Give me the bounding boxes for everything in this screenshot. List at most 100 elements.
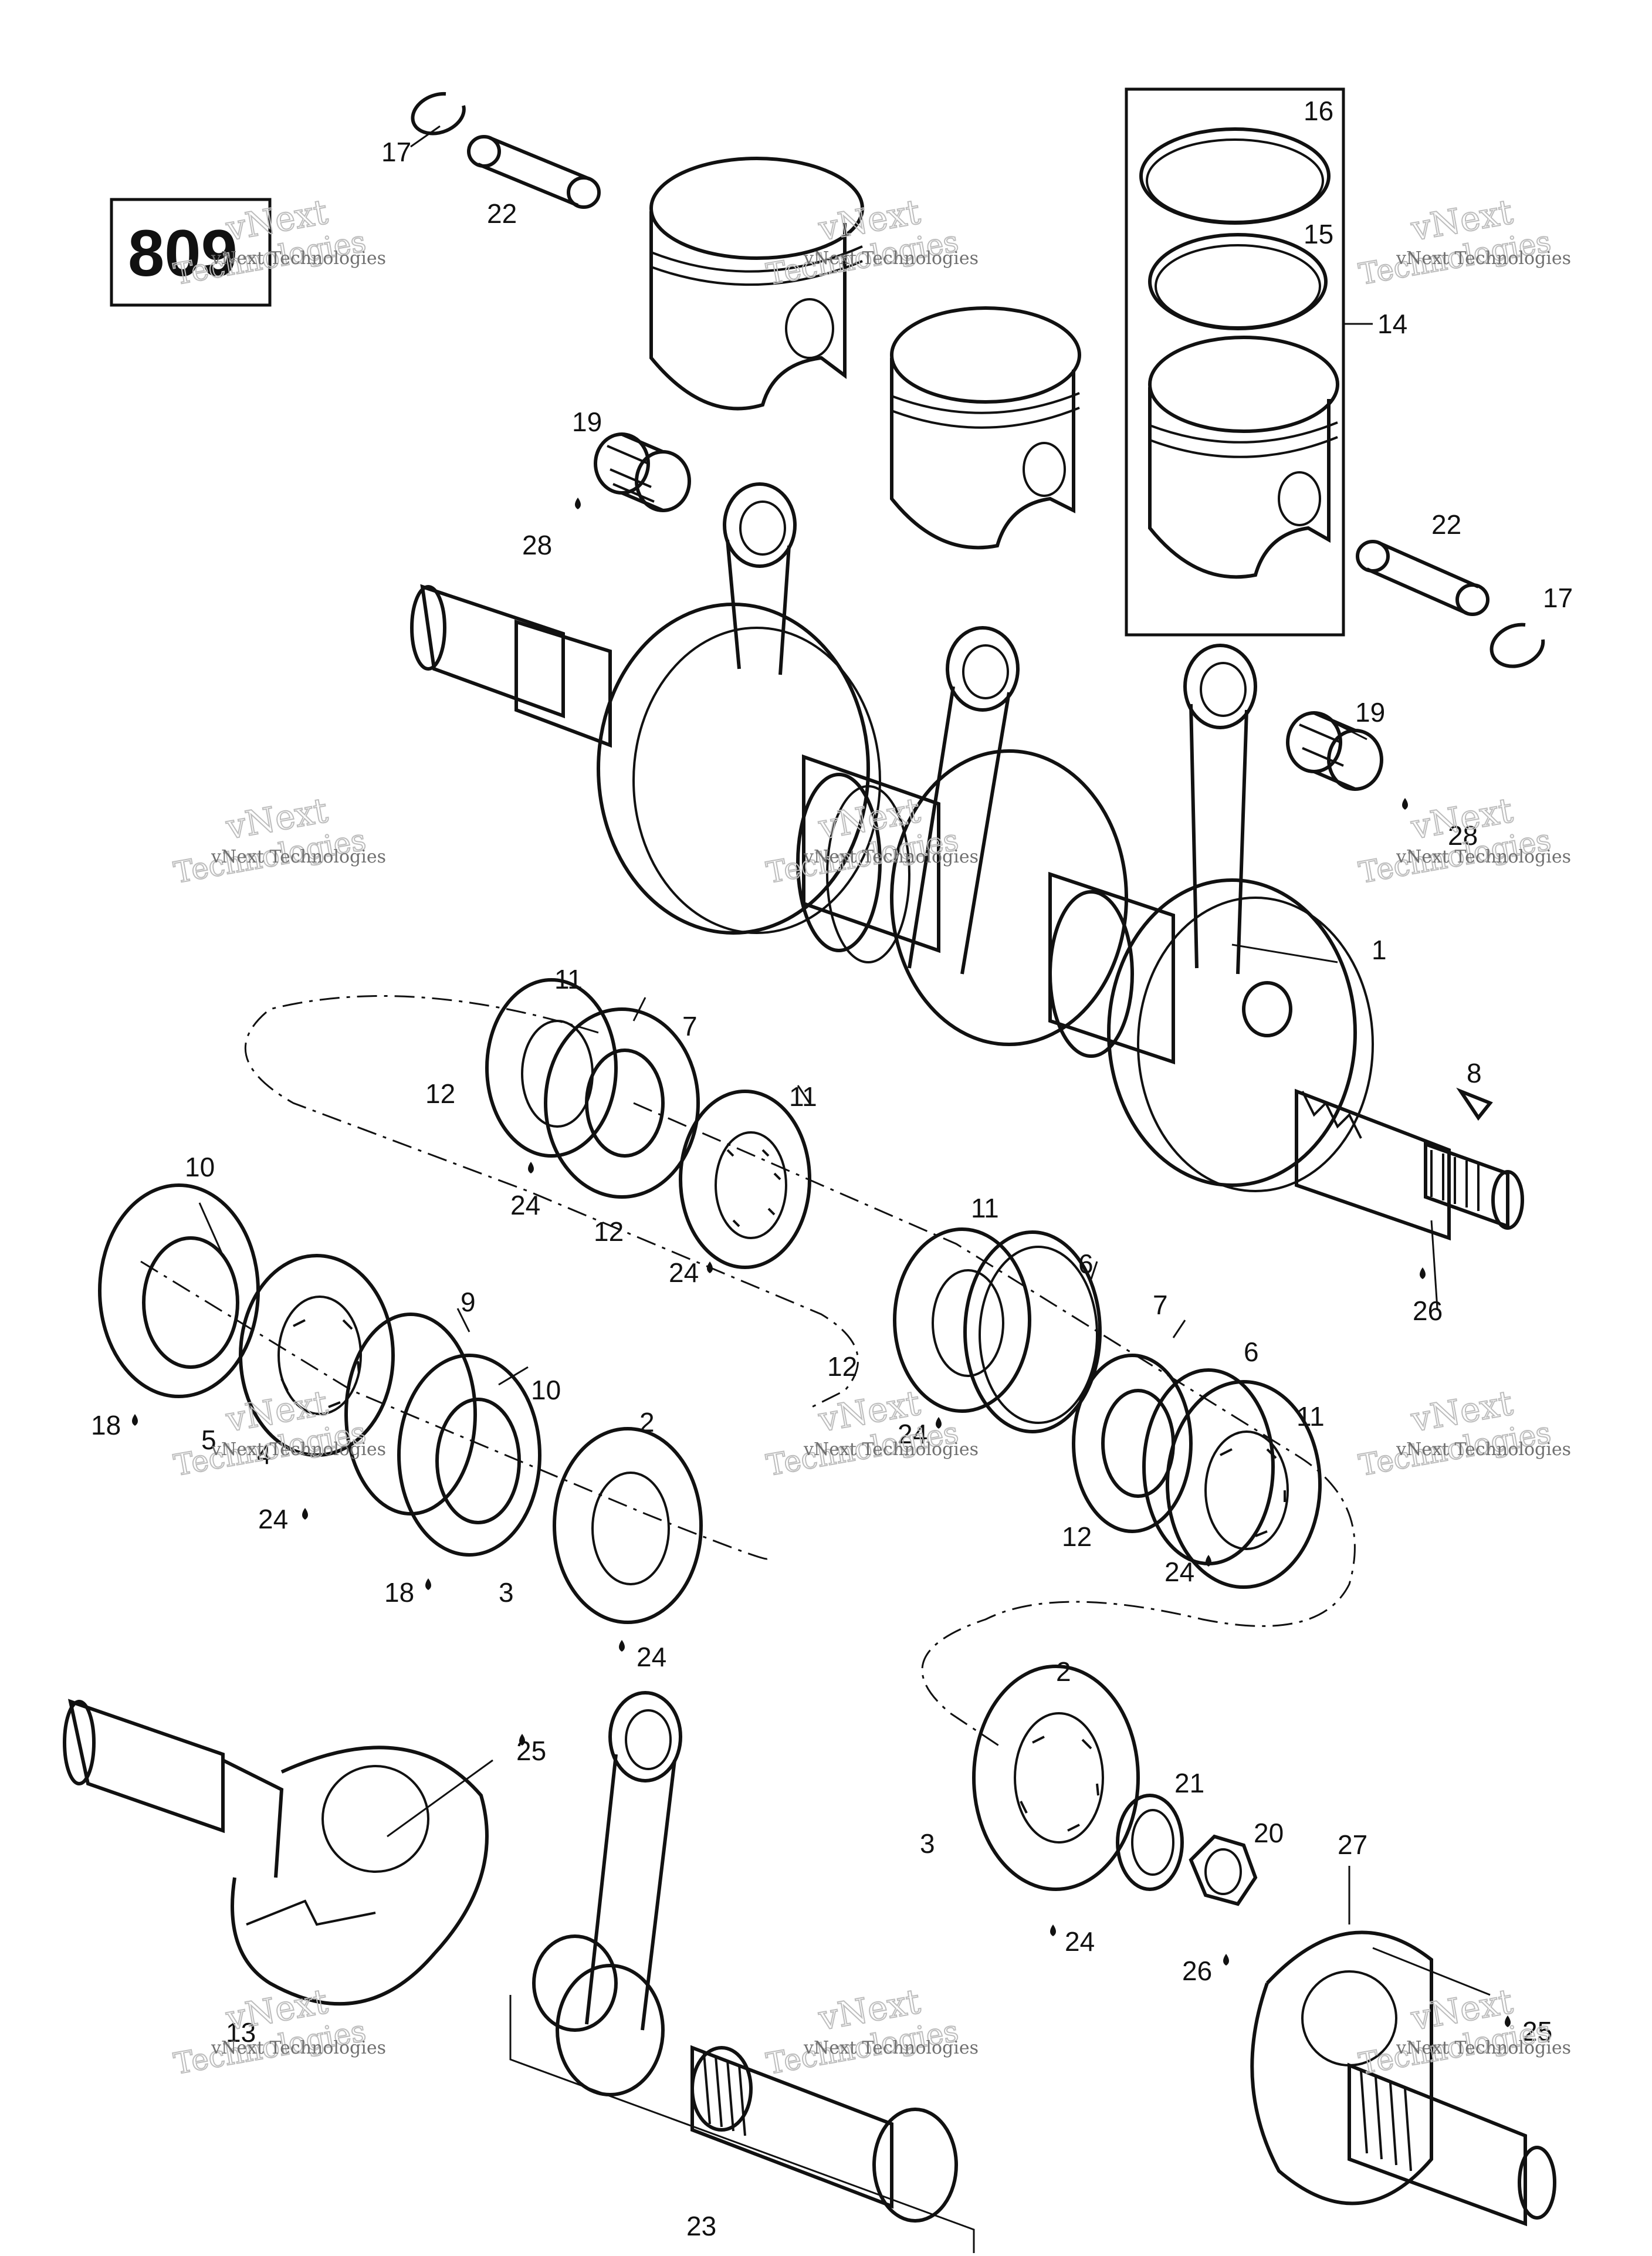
callout: 26 xyxy=(1413,1296,1443,1326)
callout: 3 xyxy=(920,1828,935,1859)
piston-pin-22-top xyxy=(467,135,601,209)
watermark-technologies: vNext Technologies xyxy=(211,248,386,269)
crank-half-13 xyxy=(63,1699,489,2006)
piston-2 xyxy=(890,306,1081,550)
callout: 8 xyxy=(1467,1058,1482,1088)
connecting-rod-a xyxy=(723,482,797,675)
bearing-11-mid xyxy=(679,1090,811,1269)
circlip-17-right xyxy=(1489,623,1545,668)
callout: 2 xyxy=(1056,1656,1071,1687)
drop-icon xyxy=(936,1417,942,1429)
watermark-technologies: vNext Technologies xyxy=(1396,847,1571,867)
callout: 11 xyxy=(1296,1401,1325,1432)
assembly-path-lower-left xyxy=(140,1260,769,1560)
watermark-technologies: vNext Technologies xyxy=(803,847,979,867)
callout: 11 xyxy=(971,1193,999,1223)
woodruff-key-8 xyxy=(1456,1087,1493,1121)
drop-icon xyxy=(425,1578,431,1590)
callout: 3 xyxy=(499,1577,514,1608)
nut-20 xyxy=(1189,1834,1258,1906)
callout: 12 xyxy=(594,1216,624,1247)
callout: 24 xyxy=(669,1257,699,1288)
drop-icon xyxy=(1223,1954,1229,1966)
callout: 24 xyxy=(510,1190,540,1220)
watermark-technologies: vNext Technologies xyxy=(1396,1439,1571,1460)
callout: 7 xyxy=(682,1011,698,1041)
seal-10-mid xyxy=(397,1354,541,1557)
piston-1 xyxy=(649,157,864,411)
callout-labels: 17 22 16 15 14 19 28 22 17 19 28 1 11 7 … xyxy=(91,96,1573,2241)
callout: 25 xyxy=(1522,2016,1552,2047)
drop-icon xyxy=(619,1640,625,1652)
needle-bearing-19-right xyxy=(1286,711,1383,791)
callout: 2 xyxy=(639,1407,655,1438)
seal-7-upper xyxy=(544,1007,700,1199)
watermark-technologies: vNext Technologies xyxy=(211,2038,386,2058)
callout: 28 xyxy=(1448,820,1478,851)
callout: 5 xyxy=(201,1425,216,1455)
leader-lines xyxy=(198,125,1491,1996)
connecting-rod-c xyxy=(1183,644,1257,975)
callout: 28 xyxy=(522,530,552,560)
drop-icon xyxy=(1050,1924,1056,1936)
drop-icon xyxy=(707,1261,713,1273)
callout: 6 xyxy=(1078,1249,1094,1279)
callout: 16 xyxy=(1304,96,1333,126)
watermark-technologies: vNext Technologies xyxy=(211,1439,386,1460)
drop-icon xyxy=(1420,1267,1426,1279)
callout: 18 xyxy=(384,1577,414,1608)
seal-6-upper-inner xyxy=(979,1246,1098,1424)
circlip-17-top xyxy=(411,92,466,136)
connecting-rod-assembly-23 xyxy=(509,1691,975,2253)
assembly-path-upper xyxy=(244,995,859,1409)
seal-6-upper xyxy=(963,1230,1102,1433)
callout: 20 xyxy=(1254,1818,1284,1848)
drop-icon xyxy=(575,498,581,509)
bearing-left xyxy=(239,1254,395,1457)
drop-icon xyxy=(132,1414,138,1426)
callout: 25 xyxy=(516,1736,546,1766)
callout: 11 xyxy=(789,1081,817,1112)
bearing-11-right xyxy=(1166,1380,1322,1589)
piston-3-kit xyxy=(1148,336,1339,579)
callout: 22 xyxy=(487,198,517,229)
bearing-2-right xyxy=(972,1665,1140,1891)
lock-washer-21 xyxy=(1116,1794,1184,1891)
assembly-path-lower-right xyxy=(633,1102,1356,1750)
crank-end-27 xyxy=(1250,1930,1556,2227)
callout: 24 xyxy=(1164,1557,1194,1587)
callout: 17 xyxy=(1543,583,1573,613)
piston-ring-16-inner xyxy=(1146,138,1324,223)
callout: 18 xyxy=(91,1410,121,1440)
ring-9 xyxy=(344,1313,477,1516)
callout: 19 xyxy=(572,407,602,437)
piston-kit-frame xyxy=(1125,87,1345,637)
callout: 6 xyxy=(1244,1337,1259,1367)
connecting-rod-b xyxy=(908,626,1020,975)
drop-icon xyxy=(519,1734,525,1746)
bearing-11-center xyxy=(893,1227,1031,1413)
figure-number-box: 809 xyxy=(110,198,272,307)
drop-icon xyxy=(302,1508,308,1520)
figure-number: 809 xyxy=(128,217,238,290)
watermark-technologies: vNext Technologies xyxy=(803,248,979,269)
callout: 14 xyxy=(1377,309,1407,339)
callout: 22 xyxy=(1431,509,1461,540)
callout: 21 xyxy=(1174,1768,1204,1798)
callout: 24 xyxy=(258,1504,288,1534)
callout: 23 xyxy=(686,2211,716,2241)
watermark-technologies: vNext Technologies xyxy=(1396,248,1571,269)
bearing-2-left xyxy=(553,1427,703,1624)
watermark-technologies: vNext Technologies xyxy=(1396,2038,1571,2058)
